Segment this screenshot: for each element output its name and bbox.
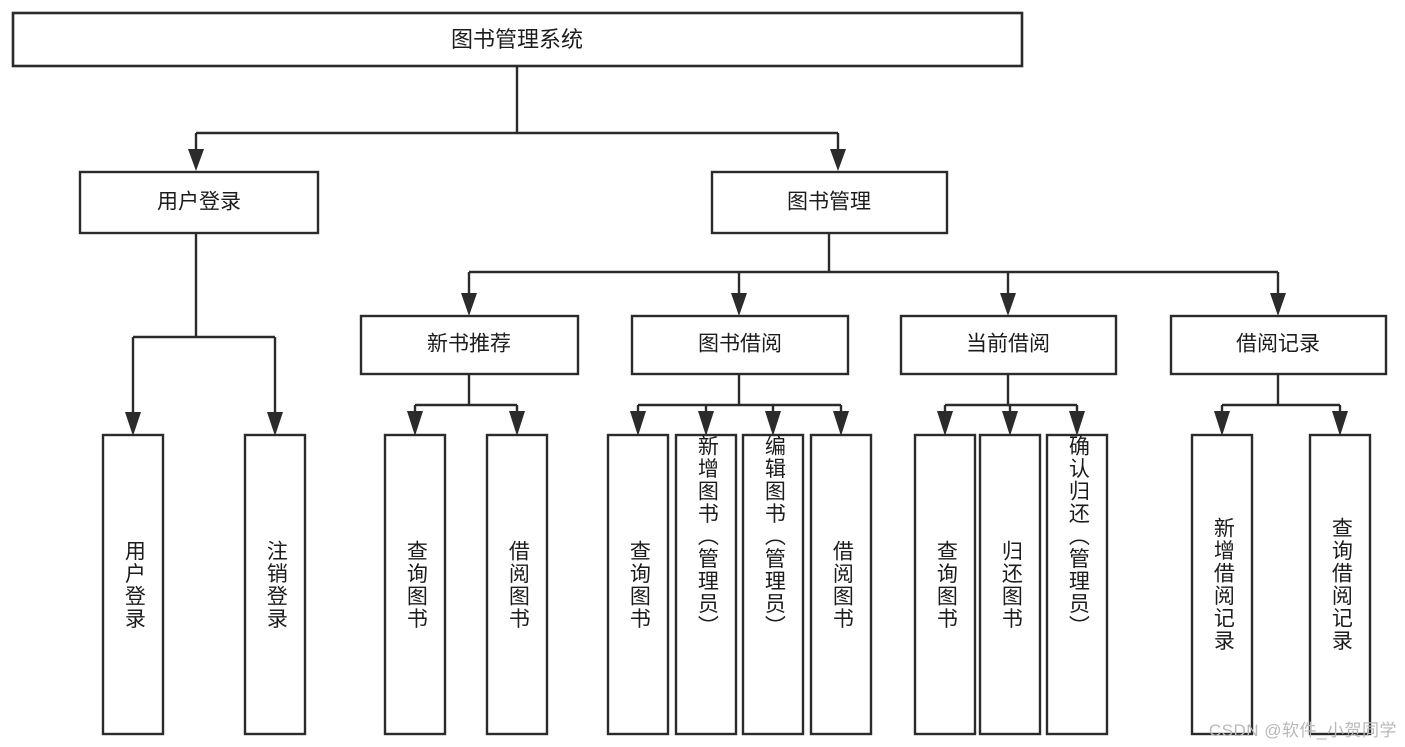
arrow-head-book-manage [830, 149, 846, 171]
arrow-head-new-book-recommend [461, 293, 477, 316]
arrow-head-leaf-query-book-3 [937, 411, 953, 436]
node-borrow-record[interactable]: 借阅记录 [1169, 314, 1388, 376]
node-user-login-label: 用户登录 [157, 191, 241, 214]
csdn-watermark: CSDN @软件_小贺同学 [1208, 721, 1397, 740]
arrow-head-leaf-logout [267, 412, 283, 436]
leaf-box-add-record[interactable] [1190, 433, 1254, 736]
node-root-system[interactable]: 图书管理系统 [11, 11, 1024, 68]
node-borrow-record-label: 借阅记录 [1236, 333, 1320, 356]
leaf-box-edit-book[interactable] [741, 433, 805, 736]
arrow-head-leaf-return-book [1002, 411, 1018, 436]
node-new-book-recommend[interactable]: 新书推荐 [359, 314, 580, 376]
node-book-manage-label: 图书管理 [787, 191, 871, 214]
connector-new-book-recommend-to-leaves [407, 374, 525, 436]
arrow-head-leaf-confirm-return [1069, 411, 1085, 436]
node-root-system-label: 图书管理系统 [451, 27, 583, 52]
connector-current-borrow-to-leaves [937, 374, 1085, 436]
leaf-box-user-login[interactable] [101, 433, 165, 736]
leaf-box-query-book-2[interactable] [606, 433, 670, 736]
arrow-head-leaf-user-login [125, 412, 141, 436]
leaf-box-return-book[interactable] [978, 433, 1042, 736]
connector-book-borrow-to-leaves [630, 374, 849, 436]
arrow-head-user-login [188, 149, 204, 171]
connector-borrow-record-to-leaves [1214, 374, 1348, 436]
arrow-head-leaf-borrow-book-1 [509, 411, 525, 436]
arrow-head-leaf-query-record [1332, 411, 1348, 436]
node-current-borrow-label: 当前借阅 [966, 333, 1050, 356]
node-current-borrow[interactable]: 当前借阅 [899, 314, 1118, 376]
arrow-head-leaf-query-book-2 [630, 411, 646, 436]
node-book-manage[interactable]: 图书管理 [710, 170, 949, 235]
node-new-book-recommend-label: 新书推荐 [427, 333, 511, 356]
arrow-head-current-borrow [1000, 293, 1016, 316]
leaf-box-borrow-book-1[interactable] [485, 433, 549, 736]
arrow-head-leaf-edit-book [765, 411, 781, 436]
arrow-head-leaf-query-book-1 [407, 411, 423, 436]
connector-book-manage-to-level3 [461, 233, 1286, 316]
arrow-head-book-borrow [731, 293, 747, 316]
leaf-box-confirm-return[interactable] [1045, 433, 1109, 736]
leaf-box-query-record[interactable] [1308, 433, 1372, 736]
leaf-box-add-book[interactable] [674, 433, 738, 736]
arrow-head-leaf-borrow-book-2 [833, 411, 849, 436]
connector-root-to-level2 [188, 66, 846, 171]
arrow-head-borrow-record [1270, 293, 1286, 316]
node-book-borrow-label: 图书借阅 [698, 333, 782, 356]
leaf-box-logout[interactable] [243, 433, 307, 736]
leaf-box-query-book-1[interactable] [383, 433, 447, 736]
leaf-box-query-book-3[interactable] [913, 433, 977, 736]
arrow-head-leaf-add-book [698, 411, 714, 436]
leaf-box-borrow-book-2[interactable] [809, 433, 873, 736]
node-book-borrow[interactable]: 图书借阅 [630, 314, 850, 376]
arrow-head-leaf-add-record [1214, 411, 1230, 436]
connector-user-login-to-leaves [125, 233, 283, 436]
node-user-login[interactable]: 用户登录 [78, 170, 320, 235]
